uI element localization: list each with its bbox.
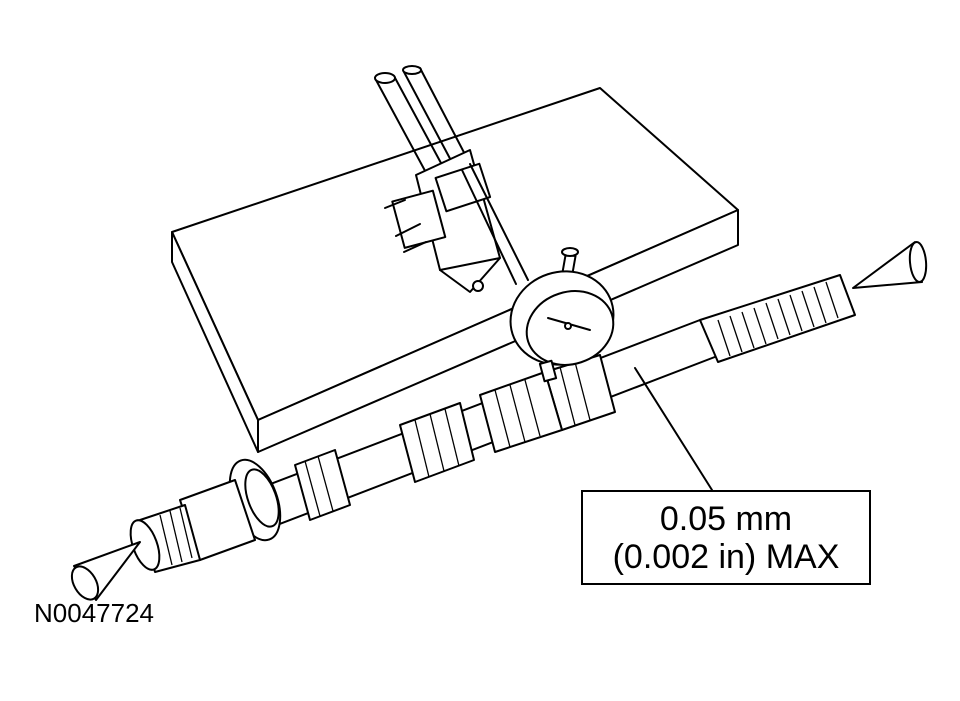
runout-spec-callout: 0.05 mm (0.002 in) MAX — [581, 490, 871, 585]
left-spline-lines — [159, 507, 193, 566]
reference-code: N0047724 — [34, 598, 154, 628]
gear-band-lines — [304, 361, 591, 517]
transmission-shaft — [129, 274, 856, 573]
right-spline-lines — [717, 281, 839, 357]
spec-metric: 0.05 mm — [659, 499, 793, 538]
magnetic-base-stand — [374, 65, 529, 293]
right-center-point — [852, 241, 928, 289]
callout-leader-line — [634, 367, 713, 491]
spec-imperial: (0.002 in) MAX — [612, 537, 840, 576]
left-center-point — [70, 541, 141, 601]
dial-indicator — [509, 247, 615, 383]
